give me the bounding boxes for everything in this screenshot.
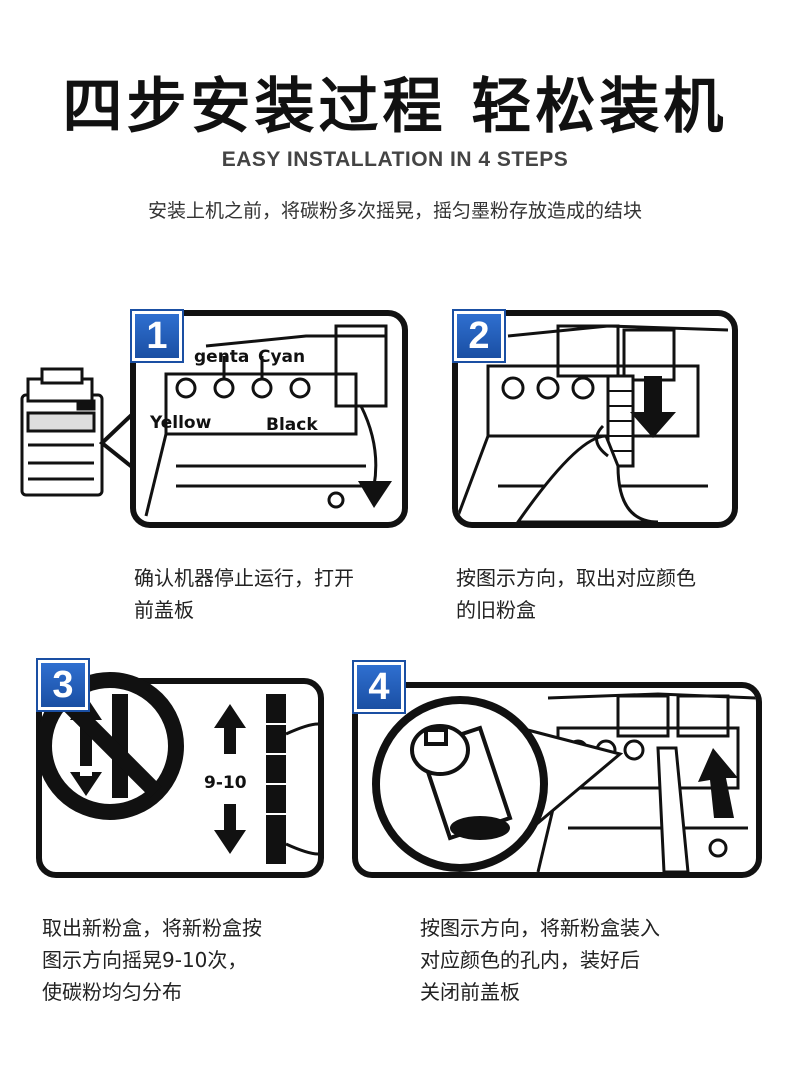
label-black: Black xyxy=(266,415,318,435)
label-cyan: Cyan xyxy=(258,347,305,367)
step-1-caption: 确认机器停止运行，打开 前盖板 xyxy=(134,566,354,622)
page-title: 四步安装过程 轻松装机 xyxy=(62,72,728,142)
step-4-magnifier xyxy=(372,696,624,872)
step-2-badge: 2 xyxy=(452,309,506,363)
page-subtitle: EASY INSTALLATION IN 4 STEPS xyxy=(221,148,569,171)
step-1-badge: 1 xyxy=(130,309,184,363)
step-2-drawing xyxy=(458,324,729,522)
step-4-drawing xyxy=(536,692,756,872)
intro-text: 安装上机之前，将碳粉多次摇晃，摇匀墨粉存放造成的结块 xyxy=(147,200,642,222)
step-2-caption: 按图示方向，取出对应颜色 的旧粉盒 xyxy=(456,566,696,622)
no-shake-sideways-icon xyxy=(36,672,184,820)
step-3-badge: 3 xyxy=(36,658,90,712)
label-yellow: Yellow xyxy=(149,413,212,433)
step-3-caption: 取出新粉盒，将新粉盒按 图示方向摇晃9-10次， 使碳粉均匀分布 xyxy=(42,916,262,1004)
step-4-badge: 4 xyxy=(352,660,406,714)
step-1-drawing: genta Cyan Yellow Black xyxy=(144,324,392,517)
label-magenta: genta xyxy=(194,347,249,367)
step-4-caption: 按图示方向，将新粉盒装入 对应颜色的孔内，装好后 关闭前盖板 xyxy=(420,916,660,1004)
step-3-drawing: 9-10 xyxy=(204,694,318,864)
shake-count-label: 9-10 xyxy=(204,773,247,793)
